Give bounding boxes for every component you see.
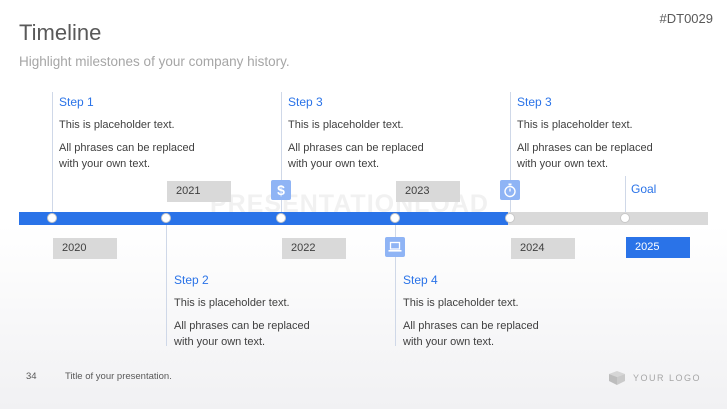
connector-line-step3b <box>510 92 511 218</box>
timeline-progress <box>19 212 508 225</box>
connector-line-step1 <box>52 92 53 218</box>
step-text: This is placeholder text. <box>59 119 175 131</box>
presentation-title: Title of your presentation. <box>65 371 172 382</box>
connector-line-step2 <box>166 218 167 346</box>
slide-subtitle: Highlight milestones of your company his… <box>19 54 290 69</box>
step-card-4: Step 4 This is placeholder text. All phr… <box>403 273 563 350</box>
connector-line-step3a <box>281 92 282 218</box>
milestone-dot <box>505 213 515 223</box>
stopwatch-icon <box>500 180 520 200</box>
step-description: All phrases can be replaced with your ow… <box>59 142 195 170</box>
company-logo: YOUR LOGO <box>609 371 701 385</box>
page-number: 34 <box>26 371 37 382</box>
step-title: Step 4 <box>403 273 438 287</box>
milestone-dot <box>276 213 286 223</box>
year-label-2022: 2022 <box>282 238 346 259</box>
step-description: All phrases can be replaced with your ow… <box>288 142 424 170</box>
step-title: Step 2 <box>174 273 209 287</box>
goal-label: Goal <box>631 182 657 196</box>
slide-code: #DT0029 <box>659 11 713 26</box>
step-text: This is placeholder text. <box>517 119 633 131</box>
slide-title: Timeline <box>19 20 102 45</box>
dollar-icon: $ <box>271 180 291 200</box>
year-label-2021: 2021 <box>167 181 231 202</box>
step-description: All phrases can be replaced with your ow… <box>174 320 310 348</box>
step-text: This is placeholder text. <box>403 297 519 309</box>
connector-line-step4 <box>395 218 396 346</box>
step-description: All phrases can be replaced with your ow… <box>403 320 539 348</box>
logo-icon <box>609 371 625 385</box>
logo-text: YOUR LOGO <box>633 373 702 383</box>
step-title: Step 3 <box>517 95 552 109</box>
laptop-icon <box>385 237 405 257</box>
milestone-dot <box>620 213 630 223</box>
step-title: Step 3 <box>288 95 323 109</box>
year-label-2025: 2025 <box>626 237 690 258</box>
year-label-2024: 2024 <box>511 238 575 259</box>
step-description: All phrases can be replaced with your ow… <box>517 142 653 170</box>
step-card-1: Step 1 This is placeholder text. All phr… <box>59 95 219 172</box>
milestone-dot <box>390 213 400 223</box>
step-card-3a: Step 3 This is placeholder text. All phr… <box>288 95 448 172</box>
milestone-dot <box>161 213 171 223</box>
step-text: This is placeholder text. <box>174 297 290 309</box>
milestone-dot <box>47 213 57 223</box>
step-text: This is placeholder text. <box>288 119 404 131</box>
step-card-3b: Step 3 This is placeholder text. All phr… <box>517 95 677 172</box>
connector-line-goal <box>625 176 626 218</box>
step-card-2: Step 2 This is placeholder text. All phr… <box>174 273 334 350</box>
step-title: Step 1 <box>59 95 94 109</box>
year-label-2020: 2020 <box>53 238 117 259</box>
year-label-2023: 2023 <box>396 181 460 202</box>
